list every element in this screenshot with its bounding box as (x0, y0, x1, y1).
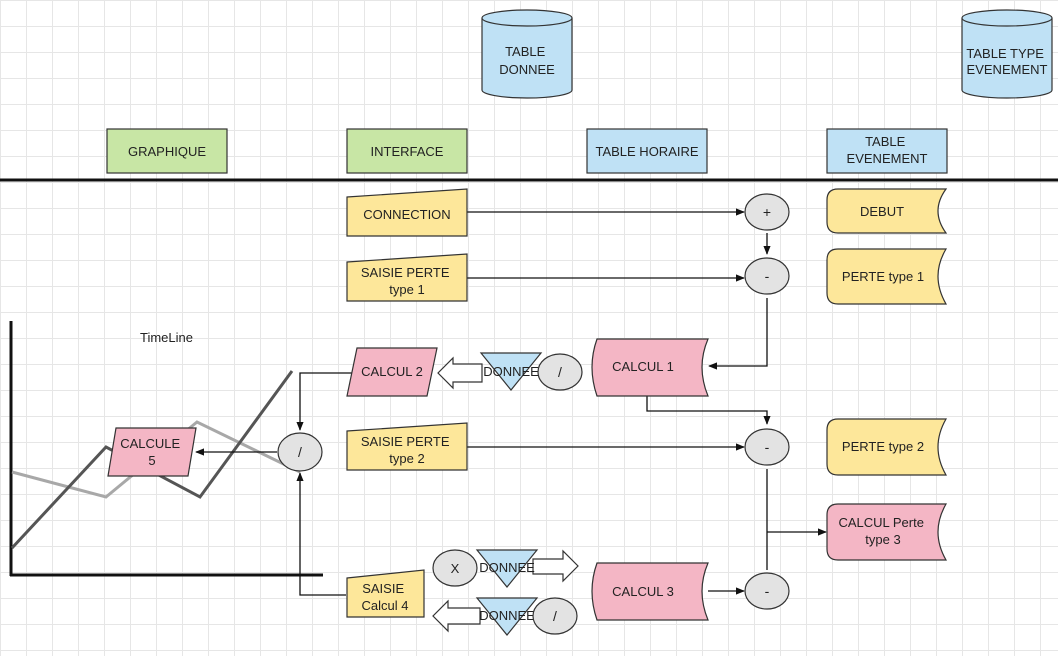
division-op-1: / (537, 353, 583, 391)
svg-text:CALCULE 5: CALCULE 5 (120, 436, 184, 468)
table-donnee-line-2: DONNEE (499, 62, 555, 77)
svg-text:-: - (765, 583, 770, 599)
lane-graphique-label: GRAPHIQUE (128, 144, 206, 159)
svg-text:TABLE EVENEMENT: TABLE EVENEMENT (847, 134, 928, 166)
division-op-2: / (277, 432, 323, 472)
svg-text:CALCUL 3: CALCUL 3 (612, 584, 674, 599)
table-type-evenement-line-2: EVENEMENT (967, 62, 1048, 77)
donnee-label-3: DONNEE (479, 608, 535, 623)
svg-text:PERTE type 2: PERTE type 2 (842, 439, 924, 454)
svg-text:SAISIE PERTE type 1: SAISIE PERTE type 1 (361, 265, 453, 297)
calcule-5-node: CALCULE 5 (107, 427, 197, 477)
svg-text:SAISIE Calcul 4: SAISIE Calcul 4 (362, 581, 409, 613)
donnee-to-saisie-calcul-4: DONNEE (432, 597, 539, 636)
edges (195, 208, 827, 596)
lane-graphique: GRAPHIQUE (106, 128, 228, 174)
table-type-evenement-cylinder: TABLE TYPE EVENEMENT (961, 9, 1053, 99)
table-donnee-line-1: TABLE (505, 44, 546, 59)
svg-text:CALCUL Perte type 3: CALCUL Perte type 3 (838, 515, 927, 547)
calcul-perte-type-3-event: CALCUL Perte type 3 (826, 503, 948, 561)
lane-table-evenement-line-2: EVENEMENT (847, 151, 928, 166)
calcul-2-node: CALCUL 2 (346, 347, 438, 397)
svg-text:-: - (765, 268, 770, 284)
table-type-evenement-line-1: TABLE TYPE (966, 46, 1044, 61)
donnee-label-1: DONNEE (483, 364, 539, 379)
svg-text:PERTE type 1: PERTE type 1 (842, 269, 924, 284)
table-donnee-cylinder: TABLE DONNEE (481, 9, 573, 99)
svg-text:DEBUT: DEBUT (860, 204, 904, 219)
multiply-op: X (432, 549, 478, 587)
donnee-label-2: DONNEE (479, 560, 535, 575)
svg-text:CALCUL 1: CALCUL 1 (612, 359, 674, 374)
perte-type-1-event: PERTE type 1 (826, 248, 948, 305)
donnee-to-calcul-2: DONNEE (437, 352, 543, 391)
svg-text:/: / (298, 444, 302, 460)
saisie-perte-type-1-input: SAISIE PERTE type 1 (346, 253, 468, 302)
plus-op: + (744, 193, 790, 231)
svg-text:CONNECTION: CONNECTION (363, 207, 450, 222)
lane-interface: INTERFACE (346, 128, 468, 174)
minus-op-2: - (744, 428, 790, 466)
lane-table-evenement: TABLE EVENEMENT (826, 128, 948, 174)
calcul-1-node: CALCUL 1 (591, 338, 709, 397)
donnee-output-arrow: DONNEE (475, 549, 579, 588)
svg-text:TABLE DONNEE: TABLE DONNEE (499, 44, 555, 77)
svg-text:CALCUL 2: CALCUL 2 (361, 364, 423, 379)
svg-text:-: - (765, 439, 770, 455)
svg-text:SAISIE PERTE type 2: SAISIE PERTE type 2 (361, 434, 453, 466)
lane-interface-label: INTERFACE (371, 144, 444, 159)
debut-event: DEBUT (826, 188, 948, 234)
timeline-label: TimeLine (140, 330, 193, 345)
svg-text:/: / (553, 608, 557, 624)
lane-table-horaire: TABLE HORAIRE (586, 128, 708, 174)
lane-table-horaire-label: TABLE HORAIRE (595, 144, 698, 159)
svg-text:+: + (763, 204, 771, 220)
minus-op-1: - (744, 257, 790, 295)
saisie-perte-type-2-input: SAISIE PERTE type 2 (346, 422, 468, 471)
lane-table-evenement-line-1: TABLE (865, 134, 906, 149)
perte-type-2-event: PERTE type 2 (826, 418, 948, 476)
svg-text:TABLE TYPE EVENEMENT: TABLE TYPE EVENEMENT (966, 46, 1047, 77)
svg-text:/: / (558, 364, 562, 380)
connection-input: CONNECTION (346, 188, 468, 237)
calcul-3-node: CALCUL 3 (591, 562, 709, 621)
division-op-3: / (532, 597, 578, 635)
svg-text:X: X (451, 561, 460, 576)
minus-op-3: - (744, 572, 790, 610)
saisie-calcul-4-input: SAISIE Calcul 4 (346, 569, 425, 618)
